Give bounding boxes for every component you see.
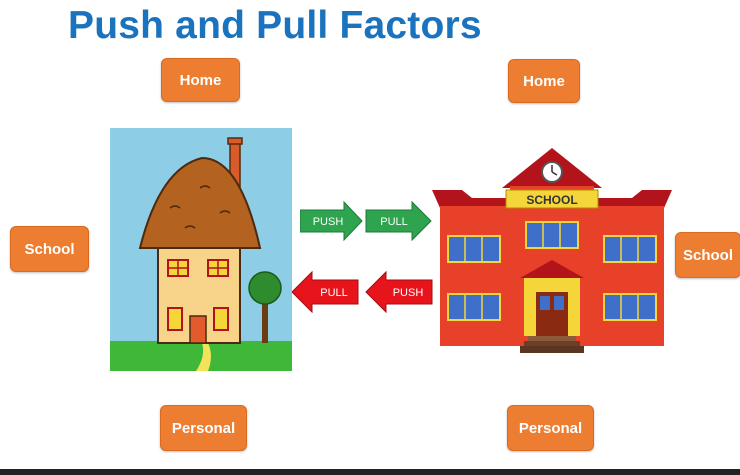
school-sign-text: SCHOOL [526, 193, 577, 207]
right-home-tag: Home [508, 59, 580, 103]
green-push-label: PUSH [313, 216, 344, 228]
bottom-bar [0, 469, 740, 475]
left-personal-tag: Personal [160, 405, 247, 451]
right-personal-tag: Personal [507, 405, 594, 451]
red-push-label: PUSH [393, 287, 424, 299]
left-home-tag: Home [161, 58, 240, 102]
school-illustration: SCHOOL [432, 148, 672, 353]
green-push-arrow [300, 200, 363, 242]
red-push-arrow [365, 270, 433, 314]
red-arrows: PULL PUSH [292, 270, 433, 314]
right-school-tag: School [675, 232, 740, 278]
green-pull-label: PULL [380, 216, 408, 228]
house-illustration [110, 128, 292, 371]
red-pull-label: PULL [320, 287, 348, 299]
green-pull-arrow [365, 200, 432, 242]
left-school-tag: School [10, 226, 89, 272]
red-pull-arrow [292, 270, 359, 314]
green-arrows: PUSH PULL [300, 200, 432, 242]
slide-title: Push and Pull Factors [68, 4, 482, 47]
